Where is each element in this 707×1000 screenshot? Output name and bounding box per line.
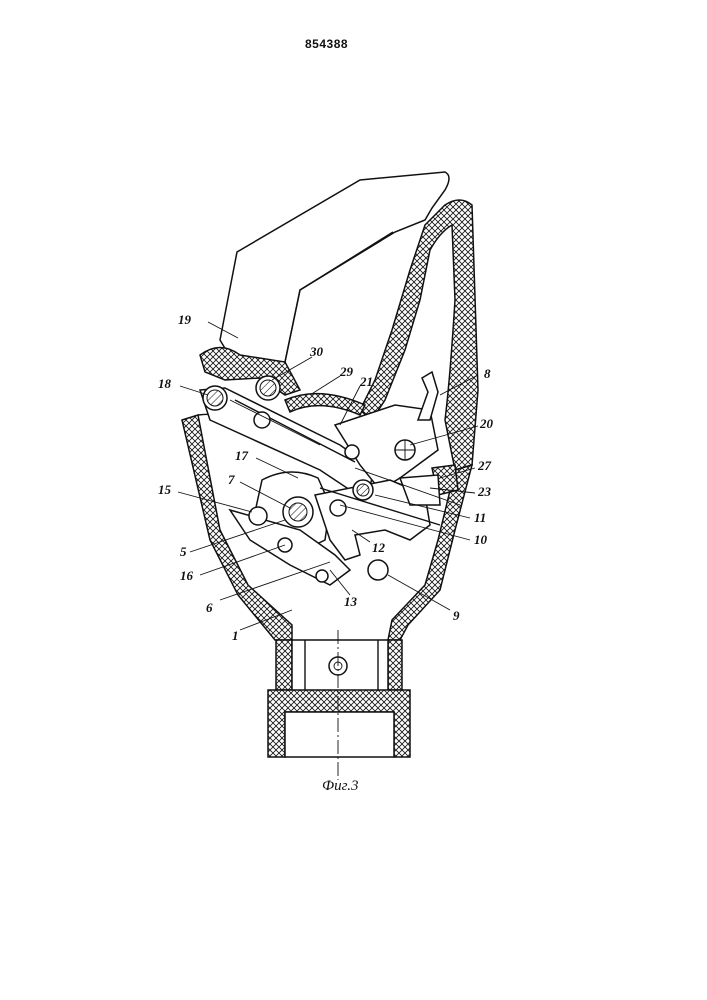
pivot-17 bbox=[330, 500, 346, 516]
callout-29: 29 bbox=[339, 364, 354, 379]
link-29 bbox=[285, 394, 365, 415]
callout-15: 15 bbox=[158, 482, 172, 497]
pivot-9 bbox=[368, 560, 388, 580]
pivot-upper bbox=[254, 412, 270, 428]
latch-8 bbox=[418, 372, 438, 420]
wrist-adapter bbox=[268, 640, 410, 757]
callout-9: 9 bbox=[453, 608, 460, 623]
callout-11: 11 bbox=[474, 510, 486, 525]
callout-13: 13 bbox=[344, 594, 358, 609]
callout-27: 27 bbox=[477, 458, 492, 473]
callout-8: 8 bbox=[484, 366, 491, 381]
callout-21: 21 bbox=[359, 374, 373, 389]
pivot-21 bbox=[345, 445, 359, 459]
pivot-13 bbox=[316, 570, 328, 582]
callout-20: 20 bbox=[479, 416, 494, 431]
pivot-15 bbox=[249, 507, 267, 525]
callout-30: 30 bbox=[309, 344, 324, 359]
callout-1: 1 bbox=[232, 628, 239, 643]
callout-23: 23 bbox=[477, 484, 492, 499]
callout-7: 7 bbox=[228, 472, 235, 487]
patent-number: 854388 bbox=[305, 37, 348, 51]
pivot-18 bbox=[203, 386, 227, 410]
pivot-20 bbox=[395, 440, 415, 460]
callout-18: 18 bbox=[158, 376, 172, 391]
callout-5: 5 bbox=[180, 544, 187, 559]
callout-19: 19 bbox=[178, 312, 192, 327]
callout-12: 12 bbox=[372, 540, 386, 555]
callout-17: 17 bbox=[235, 448, 249, 463]
callout-16: 16 bbox=[180, 568, 194, 583]
pivot-30 bbox=[256, 376, 280, 400]
pivot-7 bbox=[283, 497, 313, 527]
pivot-11 bbox=[353, 480, 373, 500]
callout-10: 10 bbox=[474, 532, 488, 547]
callout-6: 6 bbox=[206, 600, 213, 615]
figure-caption: Фиг.3 bbox=[322, 778, 358, 794]
